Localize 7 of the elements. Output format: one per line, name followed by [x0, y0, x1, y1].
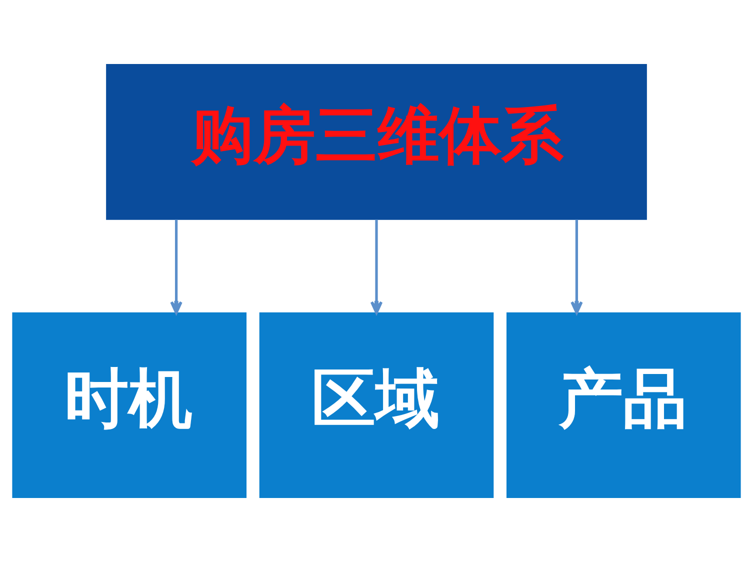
node-box: 产品: [506, 312, 741, 498]
arrow: [370, 220, 383, 314]
node-box: 区域: [259, 312, 494, 498]
arrow: [170, 220, 182, 314]
arrow: [570, 220, 583, 314]
node-box: 时机: [12, 312, 247, 498]
node-box: 购房三维体系: [106, 64, 647, 220]
